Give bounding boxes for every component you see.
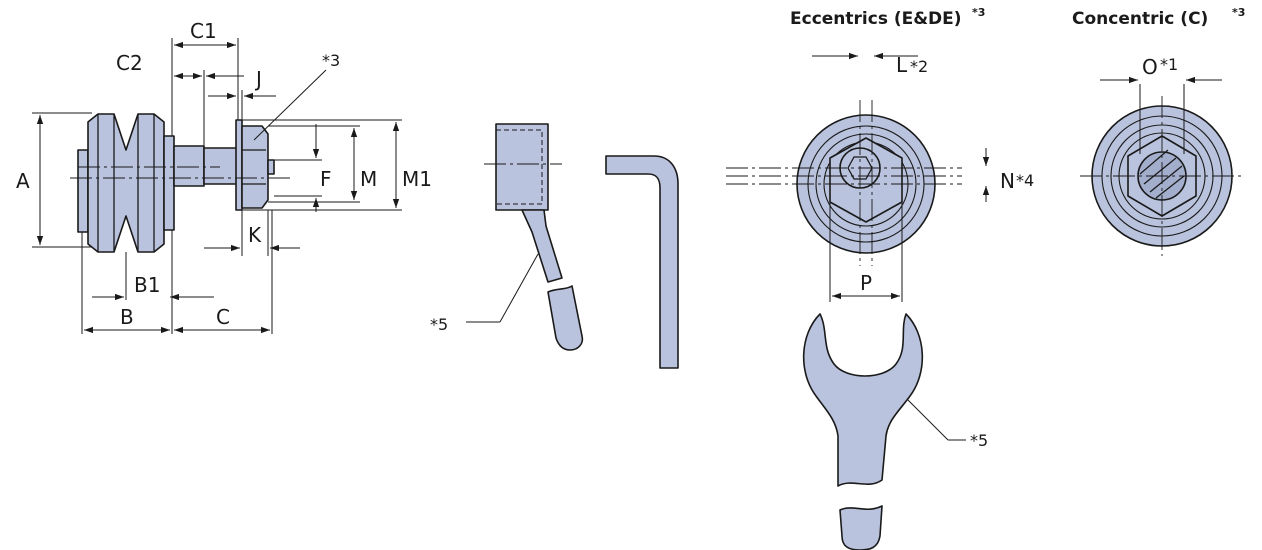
wrench-end xyxy=(839,505,883,550)
label-o-note: *1 xyxy=(1160,55,1178,74)
concentric-front-view: Concentric (C) *3 O *1 xyxy=(1072,6,1245,256)
note-wrench: *5 xyxy=(970,431,988,450)
roller-side-view: A B1 B C C1 C2 J *3 xyxy=(16,19,432,334)
label-o: O xyxy=(1142,55,1158,79)
wrench-head xyxy=(802,313,924,487)
label-n: N xyxy=(1000,169,1015,193)
title-eccentric-note: *3 xyxy=(972,6,985,19)
stud-end xyxy=(267,159,275,175)
label-b: B xyxy=(120,305,134,329)
hex-key-tip xyxy=(547,285,584,351)
label-c: C xyxy=(216,305,230,329)
label-p: P xyxy=(860,271,872,295)
hex-key-side-view: *5 xyxy=(430,123,584,351)
label-c1: C1 xyxy=(190,19,217,43)
title-concentric-note: *3 xyxy=(1232,6,1245,19)
label-b1: B1 xyxy=(134,273,160,297)
title-concentric: Concentric (C) xyxy=(1072,9,1208,29)
wheel-washer xyxy=(163,135,175,231)
label-f: F xyxy=(320,167,332,191)
allen-key-body xyxy=(605,155,679,369)
label-m1: M1 xyxy=(402,167,432,191)
label-m: M xyxy=(360,167,377,191)
note-nut: *3 xyxy=(322,51,340,70)
wheel-lip xyxy=(77,149,89,233)
label-l: L xyxy=(896,53,908,77)
label-c2: C2 xyxy=(116,51,143,75)
hex-key-handle xyxy=(521,209,563,283)
label-n-note: *4 xyxy=(1016,171,1034,190)
flat-washer xyxy=(235,119,243,211)
v-wheel xyxy=(87,113,165,253)
stud-thread xyxy=(203,147,239,185)
label-j: J xyxy=(254,67,262,91)
title-eccentric: Eccentrics (E&DE) xyxy=(790,9,962,29)
wrench: *5 xyxy=(802,313,988,550)
hex-key-head xyxy=(495,123,549,211)
note-hex-key: *5 xyxy=(430,315,448,334)
label-k: K xyxy=(248,223,262,247)
label-a: A xyxy=(16,169,30,193)
eccentric-front-view: Eccentrics (E&DE) *3 L *2 N *4 P xyxy=(726,6,1034,302)
stud-shaft xyxy=(173,145,205,187)
allen-key xyxy=(605,155,679,369)
hex-nut xyxy=(241,125,269,209)
label-l-note: *2 xyxy=(910,57,928,76)
